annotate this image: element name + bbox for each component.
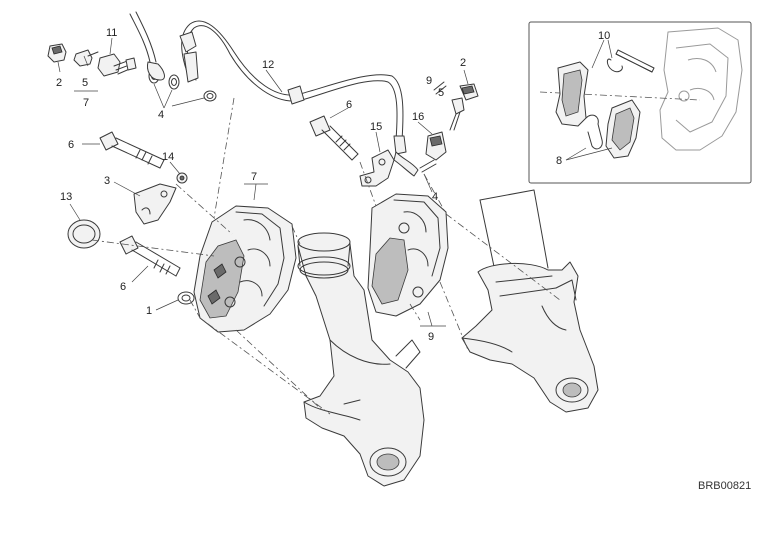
hose-fitting [425, 131, 447, 161]
detail-caliper-ghost [659, 27, 743, 151]
cover-plug-13: 13 [60, 191, 101, 249]
washer-1 [177, 291, 195, 305]
callout-5-left: 5 [82, 77, 88, 89]
brake-caliper-right: 9 [367, 193, 449, 343]
callout-5-right: 5 [438, 87, 444, 99]
washer-3 [203, 90, 217, 102]
callout-6-upper-left: 6 [68, 139, 74, 151]
brake-hose: 12 [129, 11, 419, 177]
detail-inset-frame [528, 21, 752, 184]
callout-6-lower-left: 6 [120, 281, 126, 293]
caliper-bolt-upper-left: 6 [68, 131, 165, 169]
callout-2-left: 2 [56, 77, 62, 89]
callout-13: 13 [60, 191, 72, 203]
banjo-bolt [97, 53, 121, 77]
caliper-bolt-right: 6 [309, 99, 359, 161]
callout-9-top: 9 [426, 75, 432, 87]
callout-3: 3 [104, 175, 110, 187]
assembly-lines [91, 97, 561, 415]
bleed-valve-group: 2 5 7 [47, 43, 99, 109]
brake-caliper-left: 7 [193, 171, 297, 333]
caliper-bolt-lower-left: 6 1 [119, 235, 195, 317]
callout-7-caliper: 7 [251, 171, 257, 183]
fork-leg-secondary [461, 189, 599, 413]
callout-6-mid: 6 [346, 99, 352, 111]
pad-retaining-clip [606, 58, 623, 73]
right-bleed-group: 9 5 2 16 4 15 [359, 57, 479, 203]
bleed-valve [73, 49, 93, 67]
caliper-bracket: 3 14 [104, 151, 188, 225]
callout-1: 1 [146, 305, 152, 317]
bleed-valve-right [451, 97, 465, 115]
fork-leg-main [297, 232, 425, 487]
callout-14: 14 [162, 151, 174, 163]
callout-2-right: 2 [460, 57, 466, 69]
washer-2 [168, 74, 180, 90]
clip-9 [433, 81, 445, 91]
hose-line [181, 20, 404, 141]
callout-8: 8 [556, 155, 562, 167]
callout-10: 10 [598, 30, 610, 42]
callout-11: 11 [106, 27, 117, 39]
banjo-bolt-group: 11 4 [97, 27, 217, 121]
callout-7-left: 7 [83, 97, 89, 109]
callout-16: 16 [412, 111, 424, 123]
callout-9-caliper: 9 [428, 331, 434, 343]
callout-15: 15 [370, 121, 382, 133]
callout-12: 12 [262, 59, 274, 71]
pad-spring [585, 114, 603, 150]
diagram-reference-code: BRB00821 [698, 480, 751, 492]
callout-4-right: 4 [432, 191, 438, 203]
callout-4-left: 4 [158, 109, 164, 121]
detail-inset: 10 8 [528, 21, 752, 184]
